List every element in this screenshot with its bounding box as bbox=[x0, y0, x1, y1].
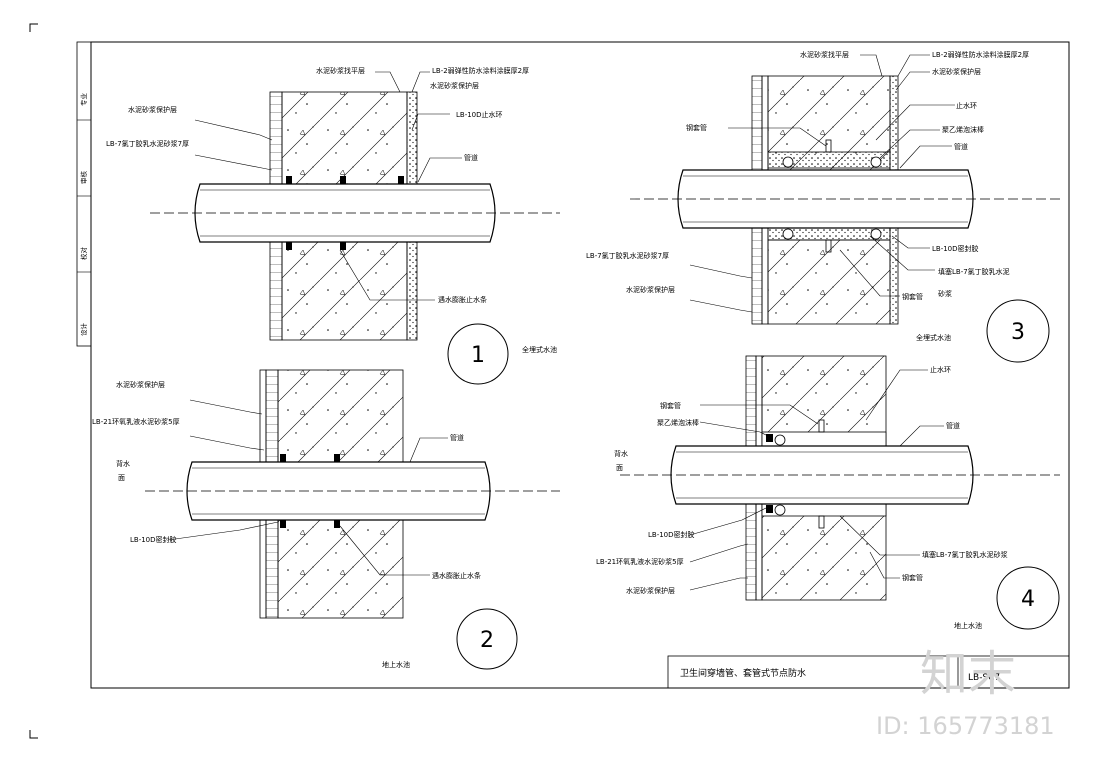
d4-label-fill: 聚乙烯泡沫棒 bbox=[657, 418, 699, 427]
d2-label-side-a: 背水 bbox=[116, 459, 130, 468]
sheet-title: 卫生间穿墙管、套管式节点防水 bbox=[680, 667, 806, 679]
d3-label-top-mortar: 水泥砂浆找平层 bbox=[800, 50, 849, 59]
corner-marks bbox=[29, 23, 38, 739]
d1-label-pipe: 管道 bbox=[464, 153, 478, 162]
d3-label-steel-sleeve: 钢套管 bbox=[686, 123, 707, 132]
d1-label-lb2: LB-2弱弹性防水涂料涂膜厚2厚 bbox=[432, 66, 529, 75]
d4-label-casing: 钢套管 bbox=[902, 573, 923, 582]
d4-label-side-a: 背水 bbox=[614, 449, 628, 458]
d2-label-stop-ring: 遇水膨胀止水条 bbox=[432, 571, 481, 580]
detail-3: 水泥砂浆找平层 LB-2弱弹性防水涂料涂膜厚2厚 水泥砂浆保护层 止水环 钢套管… bbox=[586, 50, 1060, 363]
watermark-logo: 知末 bbox=[920, 646, 1016, 702]
d1-label-outer-protect: 水泥砂浆保护层 bbox=[128, 105, 177, 114]
d4-label-steel-sleeve: 钢套管 bbox=[660, 401, 681, 410]
d2-label-lb10d: LB-10D密封胶 bbox=[130, 535, 177, 544]
d1-number: 1 bbox=[471, 343, 485, 368]
d2-label-outer-protect: 水泥砂浆保护层 bbox=[116, 380, 165, 389]
d1-label-lb10d: LB-10D止水环 bbox=[456, 110, 503, 119]
d4-label-lb21: LB-21环氧乳液水泥砂浆5厚 bbox=[596, 557, 684, 566]
d1-caption: 全埋式水池 bbox=[522, 345, 557, 354]
drawing-number: LB-SC7 bbox=[968, 673, 1000, 683]
sidebar-label-2: 审核 bbox=[79, 171, 88, 185]
side-bar: 专业 审核 校对 设计 bbox=[76, 41, 92, 347]
d4-caption: 地上水池 bbox=[954, 621, 982, 630]
d3-label-sleeve-ring: 止水环 bbox=[956, 101, 977, 110]
d4-label-side-b: 面 bbox=[616, 464, 623, 472]
d2-label-lb21: LB-21环氧乳液水泥砂浆5厚 bbox=[92, 417, 180, 426]
d1-label-top-mortar: 水泥砂浆找平层 bbox=[316, 66, 365, 75]
d3-label-protect: 水泥砂浆保护层 bbox=[626, 285, 675, 294]
d4-number: 4 bbox=[1021, 587, 1035, 612]
d3-label-lb7c: 砂浆 bbox=[938, 289, 952, 298]
sidebar-label-4: 设计 bbox=[79, 323, 88, 337]
sidebar-label-1: 专业 bbox=[79, 93, 88, 107]
detail-4: 止水环 钢套管 聚乙烯泡沫棒 管道 背水 面 LB-10D密封胶 LB-21环氧… bbox=[596, 355, 1060, 630]
d1-label-water-side: 水泥砂浆保护层 bbox=[430, 81, 479, 90]
d2-number: 2 bbox=[480, 628, 494, 653]
d4-label-protect: 水泥砂浆保护层 bbox=[626, 586, 675, 595]
d2-caption: 地上水池 bbox=[382, 660, 410, 669]
d4-label-pipe: 管道 bbox=[946, 421, 960, 430]
d4-label-lb10d: LB-10D密封胶 bbox=[648, 530, 695, 539]
d4-label-sleeve-ring: 止水环 bbox=[930, 365, 951, 374]
d3-label-fill: 聚乙烯泡沫棒 bbox=[942, 125, 984, 134]
d3-label-pipe: 管道 bbox=[954, 142, 968, 151]
d1-label-stop-ring: 遇水膨胀止水条 bbox=[438, 295, 487, 304]
watermark-id: ID: 165773181 bbox=[876, 712, 1055, 740]
d2-label-side-b: 面 bbox=[118, 474, 125, 482]
d1-label-lb7: LB-7氯丁胶乳水泥砂浆7厚 bbox=[106, 139, 189, 148]
d3-label-lb7: LB-7氯丁胶乳水泥砂浆7厚 bbox=[586, 251, 669, 260]
watermark: 知末 ID: 165773181 bbox=[876, 646, 1055, 740]
d3-label-lb10d: LB-10D密封胶 bbox=[932, 244, 979, 253]
d3-number: 3 bbox=[1011, 320, 1025, 345]
d3-label-lb7b: 填塞LB-7氯丁胶乳水泥 bbox=[938, 267, 1010, 276]
d2-label-pipe: 管道 bbox=[450, 433, 464, 442]
title-block: 卫生间穿墙管、套管式节点防水 LB-SC7 bbox=[667, 655, 1070, 689]
d3-label-lb2: LB-2弱弹性防水涂料涂膜厚2厚 bbox=[932, 50, 1029, 59]
detail-1: 水泥砂浆找平层 LB-2弱弹性防水涂料涂膜厚2厚 LB-10D止水环 水泥砂浆保… bbox=[106, 66, 560, 385]
d3-caption: 全埋式水池 bbox=[916, 333, 951, 342]
d3-label-mortar2: 水泥砂浆保护层 bbox=[932, 67, 981, 76]
d3-label-casing: 钢套管 bbox=[902, 292, 923, 301]
sheet-frame bbox=[90, 41, 1070, 689]
sidebar-label-3: 校对 bbox=[79, 247, 88, 261]
detail-2: 水泥砂浆保护层 LB-21环氧乳液水泥砂浆5厚 管道 背水 面 LB-10D密封… bbox=[92, 369, 560, 670]
d4-label-lb7: 填塞LB-7氯丁胶乳水泥砂浆 bbox=[922, 550, 1008, 559]
